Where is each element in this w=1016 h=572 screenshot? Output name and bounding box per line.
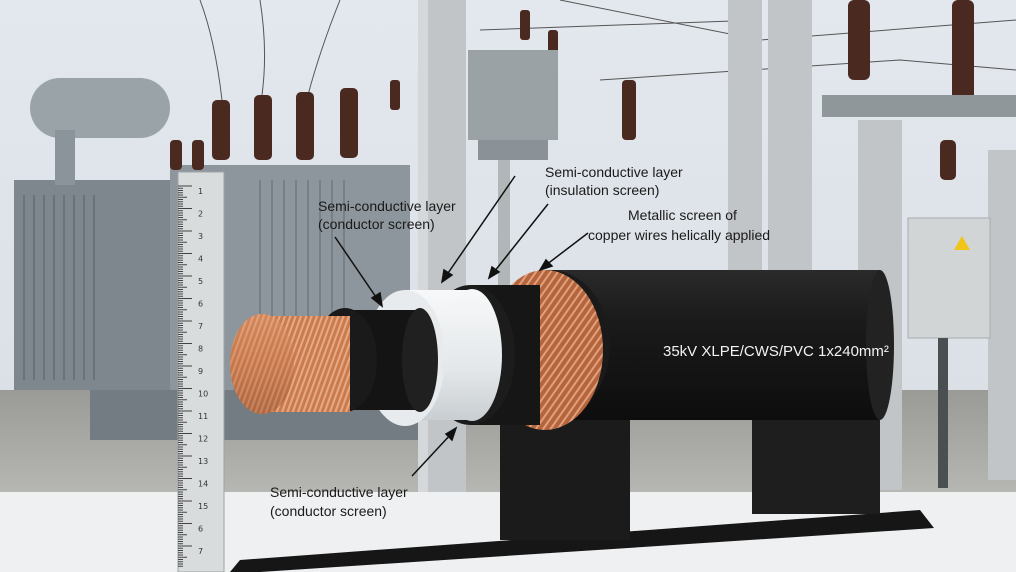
label-line: (insulation screen) <box>545 182 659 198</box>
label-line: Metallic screen of <box>628 207 737 223</box>
label-line: Semi-conductive layer <box>318 198 456 214</box>
ruler-number: 6 <box>198 300 203 309</box>
ruler-number: 14 <box>198 480 208 489</box>
annotation-conductor-screen-top: Semi-conductive layer (conductor screen) <box>318 198 456 232</box>
ruler-number: 11 <box>198 412 208 421</box>
annotation-arrows <box>334 175 589 477</box>
ruler-number: 2 <box>198 210 203 219</box>
transformer-left <box>14 78 420 440</box>
label-line: copper wires helically applied <box>588 227 770 243</box>
ruler-number: 15 <box>198 502 208 511</box>
annotation-insulation-screen: Semi-conductive layer (insulation screen… <box>545 164 683 198</box>
label-line: (conductor screen) <box>270 503 387 519</box>
pole-transformer-box <box>468 50 558 290</box>
ruler-number: 12 <box>198 435 208 444</box>
ruler-number: 13 <box>198 457 208 466</box>
ruler-number: 7 <box>198 322 203 331</box>
annotation-conductor-screen-bottom: Semi-conductive layer (conductor screen) <box>270 484 408 519</box>
ruler-number: 6 <box>198 525 203 534</box>
insulator-bushings <box>170 0 974 180</box>
ruler-number: 4 <box>198 255 203 264</box>
ruler-number: 10 <box>198 390 208 399</box>
copper-conductor <box>230 314 350 414</box>
annotation-metallic-screen: Metallic screen of copper wires helicall… <box>588 207 770 243</box>
label-line: (conductor screen) <box>318 216 435 232</box>
pole-highlight <box>418 0 428 500</box>
label-line: Semi-conductive layer <box>545 164 683 180</box>
ruler-number: 1 <box>198 187 203 196</box>
steel-crossarm <box>822 95 1016 117</box>
cable-marking-text: 35kV XLPE/CWS/PVC 1x240mm² <box>663 343 889 360</box>
ruler-number: 3 <box>198 232 203 241</box>
ruler-number: 5 <box>198 277 203 286</box>
ruler-number: 7 <box>198 547 203 556</box>
cable-stand <box>230 402 934 572</box>
ruler-number: 9 <box>198 367 203 376</box>
ruler-number: 8 <box>198 345 203 354</box>
label-line: Semi-conductive layer <box>270 484 408 500</box>
electrical-enclosure <box>907 217 991 488</box>
